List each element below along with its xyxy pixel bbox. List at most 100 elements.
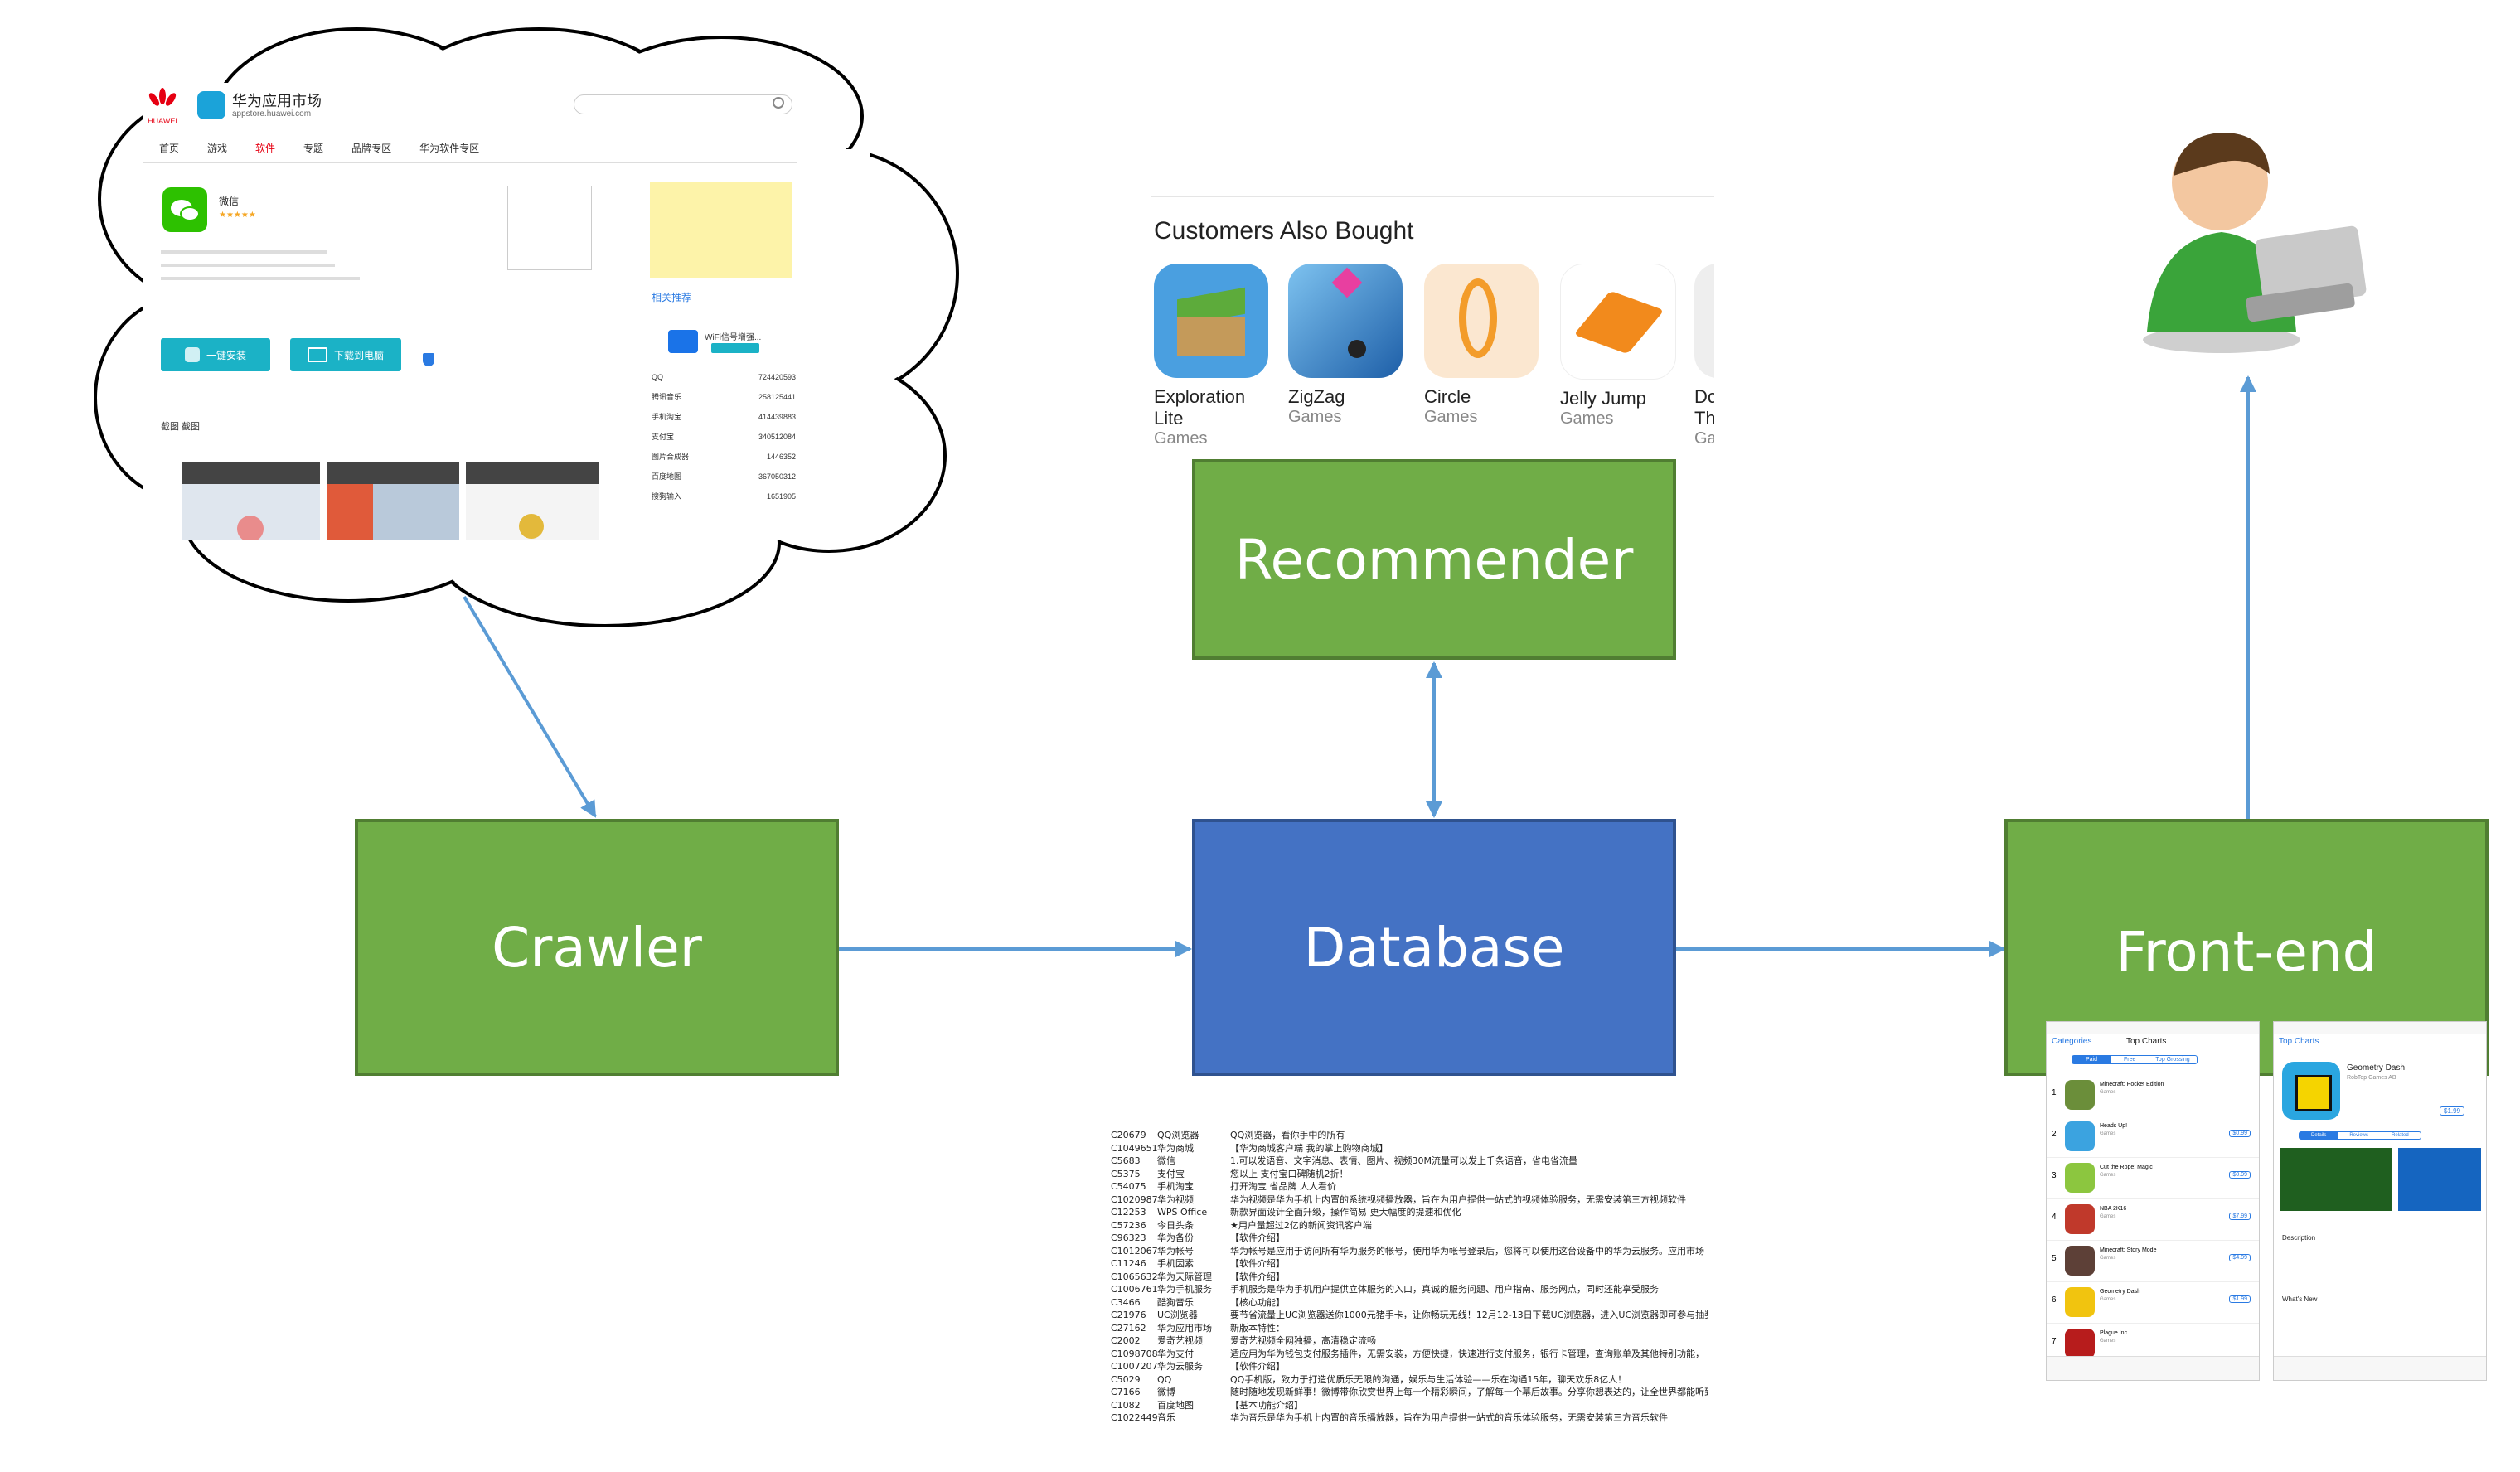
db-record-name: QQ浏览器 [1157,1130,1199,1140]
detail-segments[interactable]: Details Reviews Related [2299,1131,2421,1140]
db-record-description: 新款界面设计全面升级，操作简易 更大幅度的提速和优化 [1230,1207,1461,1218]
db-record-name: 音乐 [1157,1412,1175,1423]
download-pc-label: 下载到电脑 [333,349,384,361]
app-card[interactable]: Jelly Jump Games [1560,264,1676,429]
nav-item[interactable]: 首页 [159,143,180,154]
price-button[interactable]: $1.99 [2229,1295,2251,1303]
download-to-pc-button[interactable]: 下载到电脑 [290,338,401,371]
qr-code-placeholder [507,186,592,270]
list-item[interactable]: 3 Cut the Rope: Magic Games $0.99 [2047,1158,2259,1199]
price-button[interactable]: $0.99 [2229,1171,2251,1179]
db-record-id: C1006761 [1111,1284,1158,1295]
arrow-cloud-to-crawler [463,595,597,818]
list-item[interactable]: 6 Geometry Dash Games $1.99 [2047,1282,2259,1324]
related-heading: 相关推荐 [652,292,692,303]
app-name: Minecraft: Pocket Edition [2100,1082,2164,1087]
nav-item[interactable]: 专题 [303,143,324,154]
segmented-control[interactable]: Paid Free Top Grossing [2072,1055,2198,1064]
segment-related[interactable]: Related [2392,1133,2409,1138]
db-record-id: C1065632 [1111,1271,1158,1282]
app-category: Games [1288,408,1342,426]
db-record-description: 打开淘宝 省品牌 人人看价 [1230,1181,1336,1192]
list-item[interactable]: 4 NBA 2K16 Games $7.99 [2047,1199,2259,1241]
db-record-name: 支付宝 [1157,1168,1185,1179]
db-record-id: C1098708 [1111,1348,1158,1359]
list-item[interactable]: 1 Minecraft: Pocket Edition Games [2047,1075,2259,1116]
app-card[interactable]: Exploration Lite Games [1154,264,1270,448]
exploration-lite-app-icon [1154,264,1268,378]
list-item[interactable]: 5 Minecraft: Story Mode Games $4.99 [2047,1241,2259,1282]
segment-reviews[interactable]: Reviews [2349,1133,2369,1138]
zigzag-app-icon [1288,264,1403,378]
nav-item[interactable]: 游戏 [207,143,228,154]
back-link[interactable]: Top Charts [2279,1037,2319,1046]
app-category: Games [2100,1339,2116,1344]
db-record-name: 华为天际管理 [1157,1271,1212,1282]
list-item[interactable]: 2 Heads Up! Games $0.99 [2047,1116,2259,1158]
app-thumb-icon [2065,1080,2095,1110]
search-icon[interactable] [773,97,784,109]
rank: 2 [2052,1130,2057,1139]
related-item-count: 1446352 [766,453,796,461]
db-record-description: 您以上 支付宝口碑随机2折！ [1230,1168,1349,1179]
screenshots-heading: 截图 截图 [161,422,201,432]
db-record-id: C1049651 [1111,1142,1158,1154]
db-record-name: 手机淘宝 [1157,1181,1194,1192]
nav-item[interactable]: 华为软件专区 [419,143,480,154]
nav-item-active[interactable]: 软件 [255,143,276,154]
db-record-id: C2002 [1111,1335,1141,1346]
db-record-description: 【软件介绍】 [1230,1271,1285,1282]
back-link[interactable]: Categories [2052,1037,2092,1046]
app-card[interactable]: ZigZag Games [1288,264,1404,427]
install-button[interactable]: 一键安装 [161,338,270,371]
related-item-count: 1651905 [766,492,796,501]
related-item-count: 414439883 [758,413,796,421]
db-record-description: 爱奇艺视频全网独播，高清稳定流畅 [1230,1335,1376,1346]
related-item-name: 图片合成器 [652,453,690,461]
segment-grossing[interactable]: Top Grossing [2155,1057,2190,1063]
search-box[interactable] [574,94,792,114]
rank: 3 [2052,1171,2057,1180]
recommendation-heading: Customers Also Bought [1154,217,1414,245]
nav-item[interactable]: 品牌专区 [351,143,392,154]
related-item-name: QQ [652,373,664,381]
app-category: Games [2100,1090,2116,1095]
db-record-name: 华为备份 [1157,1232,1194,1243]
wifi-icon [668,330,698,353]
segment-details[interactable]: Details [2300,1132,2338,1139]
db-record-description: ★用户量超过2亿的新闻资讯客户端 [1230,1219,1372,1231]
sticky-note [650,182,792,278]
segment-free[interactable]: Free [2124,1057,2136,1063]
db-record-name: 华为应用市场 [1157,1322,1212,1334]
price-button[interactable]: $7.99 [2229,1213,2251,1220]
app-card[interactable]: Circle Games [1424,264,1540,427]
related-list-item[interactable]: 图片合成器 1446352 [652,451,796,462]
related-download-button[interactable] [711,343,759,353]
circle-app-icon [1424,264,1539,378]
app-card[interactable]: Dor The Gar [1694,264,1714,448]
price-button[interactable]: $0.99 [2229,1130,2251,1137]
price-button[interactable]: $1.99 [2440,1106,2465,1116]
db-record-id: C57236 [1111,1219,1146,1231]
db-record-id: C1007207 [1111,1361,1158,1372]
related-item-count: 340512084 [758,433,796,441]
db-record-description: 【软件介绍】 [1230,1258,1285,1269]
segment-paid[interactable]: Paid [2072,1056,2111,1063]
db-record-name: QQ [1157,1373,1172,1385]
price-button[interactable]: $4.99 [2229,1254,2251,1261]
app-thumb-icon [2065,1204,2095,1234]
